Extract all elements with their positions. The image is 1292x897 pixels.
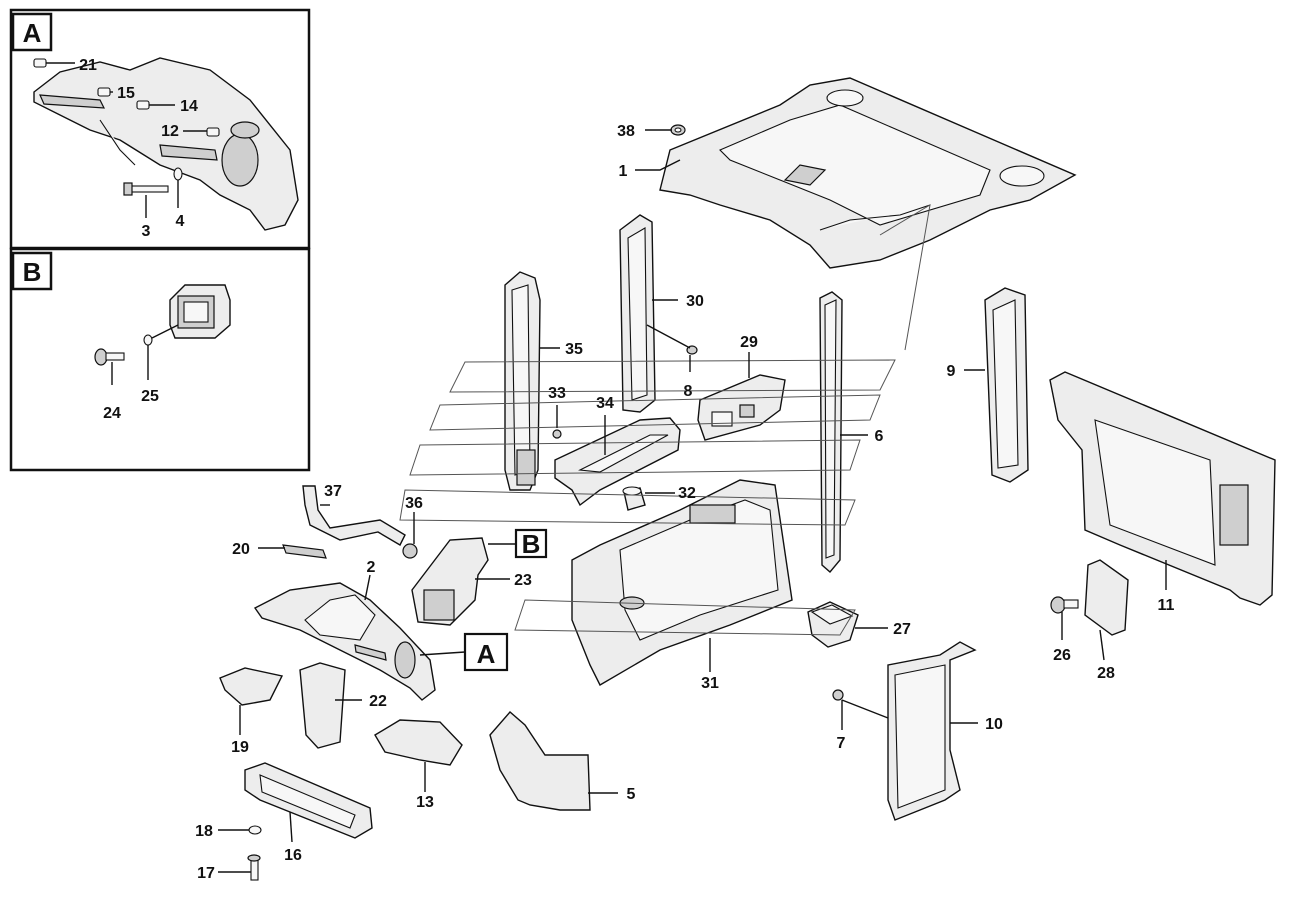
label-part-31: 31 [701,675,719,692]
inset-b-screw-24 [94,348,125,366]
label-part-14: 14 [180,98,198,115]
label-part-27: 27 [893,621,911,638]
inset-a-washer-4 [173,167,183,181]
label-part-20: 20 [232,541,250,558]
part-36-grommet [402,543,418,559]
inset-a-bolt-3 [123,182,169,196]
label-part-29: 29 [740,334,758,351]
inset-b-frame: B [9,247,311,472]
label-part-2: 2 [367,559,376,576]
label-part-5: 5 [627,786,636,803]
part-20-vent-grille [282,544,327,559]
part-22-duct-block [299,662,346,749]
label-part-35: 35 [565,341,583,358]
label-part-13: 13 [416,794,434,811]
part-29-control-panel [697,374,786,441]
leader-lines [218,129,1167,873]
label-part-30: 30 [686,293,704,310]
callout-a-label: A [477,639,496,669]
label-part-15: 15 [117,85,135,102]
part-labels: 21 15 14 12 3 4 24 25 38 1 30 35 29 8 33… [79,57,1174,882]
part-32-cup-holder [622,486,646,511]
part-6-pillar-seal [819,291,843,573]
part-11-rear-wall-panel [1049,371,1276,606]
part-37-cable [302,485,406,546]
inset-a-clip-14 [136,100,150,110]
label-part-11: 11 [1158,597,1175,614]
callout-b: B [488,528,548,559]
part-1-roof-panel [659,77,1077,269]
label-part-32: 32 [678,485,696,502]
part-16-storage-tray [244,762,373,839]
part-30-pillar-trim [619,214,656,413]
part-13-vent [374,719,463,766]
label-part-4: 4 [176,213,185,230]
part-9-pillar-trim [984,287,1029,483]
label-part-16: 16 [284,847,302,864]
part-26-fastener [1050,596,1079,614]
part-23-air-duct [411,537,489,626]
label-part-12: 12 [161,123,179,140]
inset-a-clip-12 [206,127,220,137]
label-part-10: 10 [985,716,1003,733]
label-part-19: 19 [231,739,249,756]
label-part-38: 38 [617,123,635,140]
label-part-33: 33 [548,385,566,402]
part-17-screw [247,854,261,881]
part-18-washer [248,825,262,835]
label-part-36: 36 [405,495,423,512]
part-19-vent [219,667,284,706]
inset-a-clip-15 [97,87,111,97]
label-part-23: 23 [514,572,532,589]
inset-a-clip-21 [33,58,47,68]
part-27-tray [807,601,859,648]
label-part-18: 18 [195,823,213,840]
inset-b-washer-25 [143,334,153,346]
callout-b-label: B [522,529,541,559]
part-7-screw [832,689,844,701]
label-part-17: 17 [197,865,215,882]
part-31-side-trim-panel [571,479,793,686]
label-part-1: 1 [619,163,628,180]
part-38-grommet [670,124,686,136]
label-part-26: 26 [1053,647,1071,664]
label-part-6: 6 [875,428,884,445]
label-part-34: 34 [596,395,614,412]
inset-b-label: B [23,257,42,287]
label-part-9: 9 [947,363,956,380]
part-5-trim-piece [489,711,591,811]
part-2-dashboard-panel [253,582,436,701]
cab-ghost-outlines [399,204,931,636]
label-part-7: 7 [837,735,846,752]
label-part-24: 24 [103,405,121,422]
part-34-trim-panel [554,417,681,507]
part-10-rear-panel [887,641,977,821]
inset-a-label: A [23,18,42,48]
label-part-3: 3 [142,223,151,240]
part-35-pillar-trim [504,271,541,491]
part-28-cover-plate [1084,559,1129,636]
part-33-clip [552,429,562,439]
label-part-28: 28 [1097,665,1115,682]
label-part-22: 22 [369,693,387,710]
inset-a-dashboard-part [33,57,299,231]
callout-a: A [419,632,509,672]
label-part-8: 8 [684,383,693,400]
label-part-37: 37 [324,483,342,500]
label-part-25: 25 [141,388,159,405]
inset-b-duct-end [169,284,231,339]
label-part-21: 21 [79,57,97,74]
